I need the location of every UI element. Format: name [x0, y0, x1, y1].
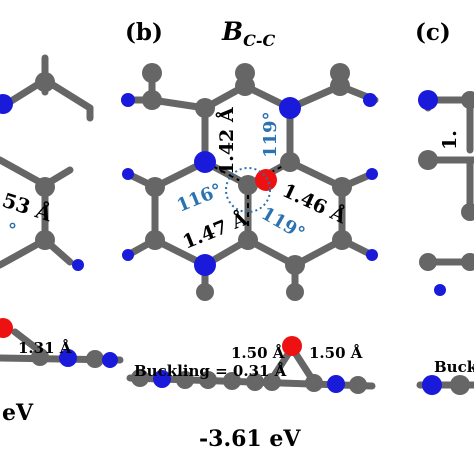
carbon-atom: [305, 374, 323, 392]
carbon-atom: [332, 230, 352, 250]
energy-label: -3.61 eV: [199, 426, 301, 452]
nitrogen-atom: [121, 93, 135, 107]
carbon-atom: [285, 255, 305, 275]
carbon-atom: [199, 371, 217, 389]
nitrogen-atom: [102, 352, 118, 368]
panel-b-side-view: [126, 336, 376, 394]
nitrogen-atom: [72, 259, 84, 271]
panel-c-buckling: Buck: [434, 358, 474, 376]
carbon-atom: [461, 253, 474, 271]
carbon-atom: [238, 230, 258, 250]
carbon-atom: [263, 373, 281, 391]
nitrogen-atom: [366, 249, 378, 261]
panel-b: (b) BC-C: [121, 17, 379, 452]
carbon-atom: [280, 152, 300, 172]
nitrogen-atom: [153, 370, 171, 388]
carbon-atom: [286, 283, 304, 301]
carbon-atom: [31, 348, 49, 366]
nitrogen-atom: [422, 375, 442, 395]
nitrogen-atom: [366, 168, 378, 180]
panel-a: 53 Å ° 1.31 Å eV: [0, 54, 124, 426]
nitrogen-atom: [434, 284, 446, 296]
panel-b-atoms: [121, 63, 378, 301]
carbon-atom: [419, 253, 437, 271]
carbon-atom: [349, 376, 367, 394]
carbon-atom: [176, 371, 194, 389]
carbon-atom: [35, 177, 55, 197]
boron-atom: [255, 169, 277, 191]
panel-b-label: (b): [125, 19, 163, 46]
carbon-atom: [332, 177, 352, 197]
carbon-atom: [35, 72, 55, 92]
carbon-atom: [461, 91, 474, 109]
carbon-atom: [196, 283, 214, 301]
nitrogen-atom: [363, 93, 377, 107]
carbon-atom: [450, 375, 470, 395]
carbon-atom: [223, 372, 241, 390]
nitrogen-atom: [194, 254, 216, 276]
panel-c-label: (c): [415, 19, 451, 46]
panel-b-title: BC-C: [221, 17, 276, 50]
panel-a-energy: eV: [2, 400, 34, 426]
nitrogen-atom: [59, 349, 77, 367]
nitrogen-atom: [0, 94, 13, 114]
carbon-atom: [235, 76, 255, 96]
carbon-atom: [142, 90, 162, 110]
nitrogen-atom: [122, 168, 134, 180]
panel-a-angle-fragment: °: [8, 220, 17, 241]
carbon-atom: [145, 177, 165, 197]
side-bond-right: 1.50 Å: [309, 344, 363, 362]
carbon-atom: [35, 230, 55, 250]
carbon-atom: [418, 150, 438, 170]
carbon-atom: [195, 98, 215, 118]
bond-length-top: 1.42 Å: [215, 107, 238, 175]
nitrogen-atom: [194, 151, 216, 173]
carbon-atom: [238, 175, 258, 195]
buckling-label: Buckling = 0.31 Å: [134, 362, 287, 380]
carbon-atom: [330, 76, 350, 96]
nitrogen-atom: [418, 90, 438, 110]
panel-a-side-bond: 1.31 Å: [18, 339, 72, 357]
carbon-atom: [131, 369, 149, 387]
boron-atom: [282, 336, 302, 356]
panel-c-side-view: [416, 375, 474, 395]
carbon-atom: [142, 63, 162, 83]
angle-indicator-circle: [225, 167, 271, 213]
panel-c-bond-length: 1.: [439, 130, 461, 150]
angle-left: 116°: [174, 180, 225, 217]
panel-c: (c) 1. Buck: [415, 19, 474, 395]
carbon-atom: [461, 203, 474, 221]
nitrogen-atom: [279, 97, 301, 119]
nitrogen-atom: [122, 249, 134, 261]
panel-a-side-view: [0, 318, 124, 368]
nitrogen-atom: [327, 375, 345, 393]
panel-a-atoms: [0, 72, 84, 271]
angle-top: 119°: [260, 111, 281, 158]
boron-atom: [0, 318, 13, 338]
carbon-atom: [246, 373, 264, 391]
carbon-atom: [86, 350, 104, 368]
side-bond-left: 1.50 Å: [231, 344, 285, 362]
carbon-atom: [145, 230, 165, 250]
